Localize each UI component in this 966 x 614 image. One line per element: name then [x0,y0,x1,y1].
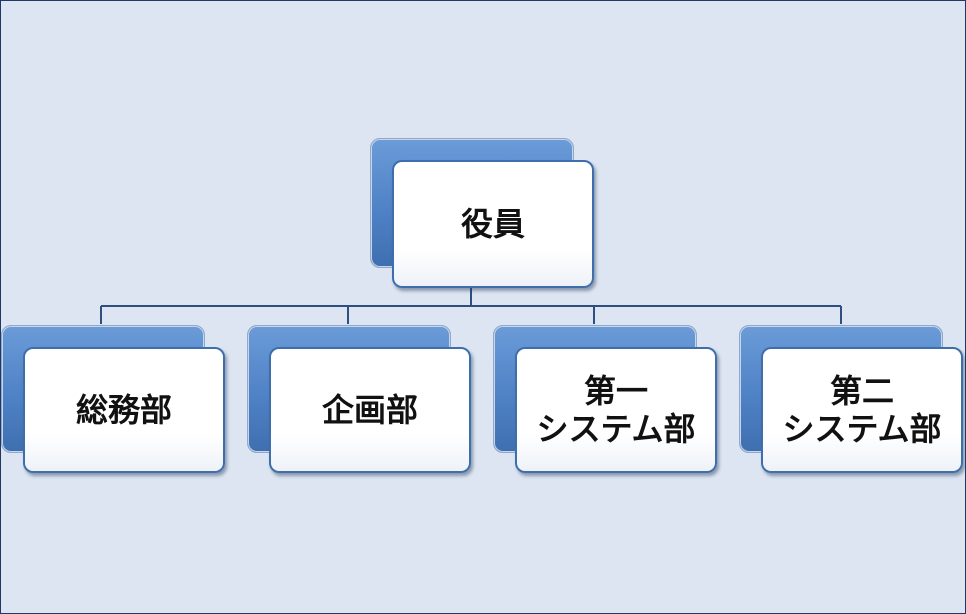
node-child-4-box: 第二 システム部 [761,347,963,473]
node-root-box: 役員 [392,160,594,288]
node-child-2-box: 企画部 [269,347,471,473]
node-child-3-label: 第一 システム部 [536,372,696,448]
node-child-1-box: 総務部 [23,347,225,473]
node-root: 役員 [370,138,594,288]
node-child-1-label: 総務部 [75,391,172,429]
node-child-2: 企画部 [247,325,471,473]
node-child-1: 総務部 [1,325,225,473]
node-child-3: 第一 システム部 [493,325,717,473]
node-child-2-label: 企画部 [321,391,418,429]
node-child-3-box: 第一 システム部 [515,347,717,473]
node-child-4: 第二 システム部 [739,325,963,473]
node-child-4-label: 第二 システム部 [782,372,942,448]
node-root-label: 役員 [460,205,525,243]
